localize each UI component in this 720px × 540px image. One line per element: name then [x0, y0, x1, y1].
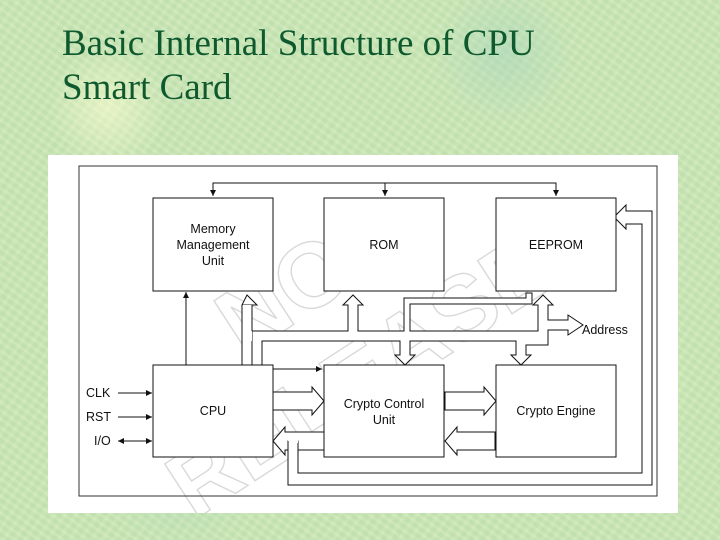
title-line-2: Smart Card	[62, 67, 232, 108]
io-label: I/O	[94, 434, 111, 448]
address-label: Address	[582, 323, 628, 337]
mmu-label-line-1: Memory	[190, 222, 236, 236]
cpu-label: CPU	[200, 404, 226, 418]
slide-title: Basic Internal Structure of CPU Smart Ca…	[62, 22, 535, 110]
eeprom-box	[495, 197, 617, 292]
memory-management-unit-box	[152, 197, 274, 292]
engine-ccu-arrow	[444, 425, 496, 457]
mmu-label-line-2: Management	[177, 238, 250, 252]
ccu-engine-arrow	[444, 385, 497, 417]
cpu-smart-card-diagram: NOT RELEASE	[78, 165, 658, 513]
cpu-box	[152, 364, 274, 458]
crypto-engine-box	[495, 364, 617, 458]
diagram-frame	[78, 165, 658, 497]
eeprom-label: EEPROM	[529, 238, 583, 252]
crypto-control-unit-box	[323, 364, 445, 458]
crypto-control-label-line-1: Crypto Control	[344, 397, 425, 411]
rom-box	[323, 197, 445, 292]
rst-label: RST	[86, 410, 111, 424]
crypto-engine-label: Crypto Engine	[516, 404, 595, 418]
diagram-figure: NOT RELEASE	[48, 155, 678, 513]
data-bus	[241, 292, 584, 366]
cpu-ccu-data-arrow	[272, 385, 325, 417]
top-control-bus	[210, 182, 559, 196]
rom-label: ROM	[369, 238, 398, 252]
title-line-1: Basic Internal Structure of CPU	[62, 23, 535, 64]
external-signal-arrows	[118, 390, 152, 444]
clk-label: CLK	[86, 386, 111, 400]
mmu-label-line-3: Unit	[202, 254, 225, 268]
crypto-control-label-line-2: Unit	[373, 413, 396, 427]
eeprom-return-bus	[287, 203, 653, 486]
